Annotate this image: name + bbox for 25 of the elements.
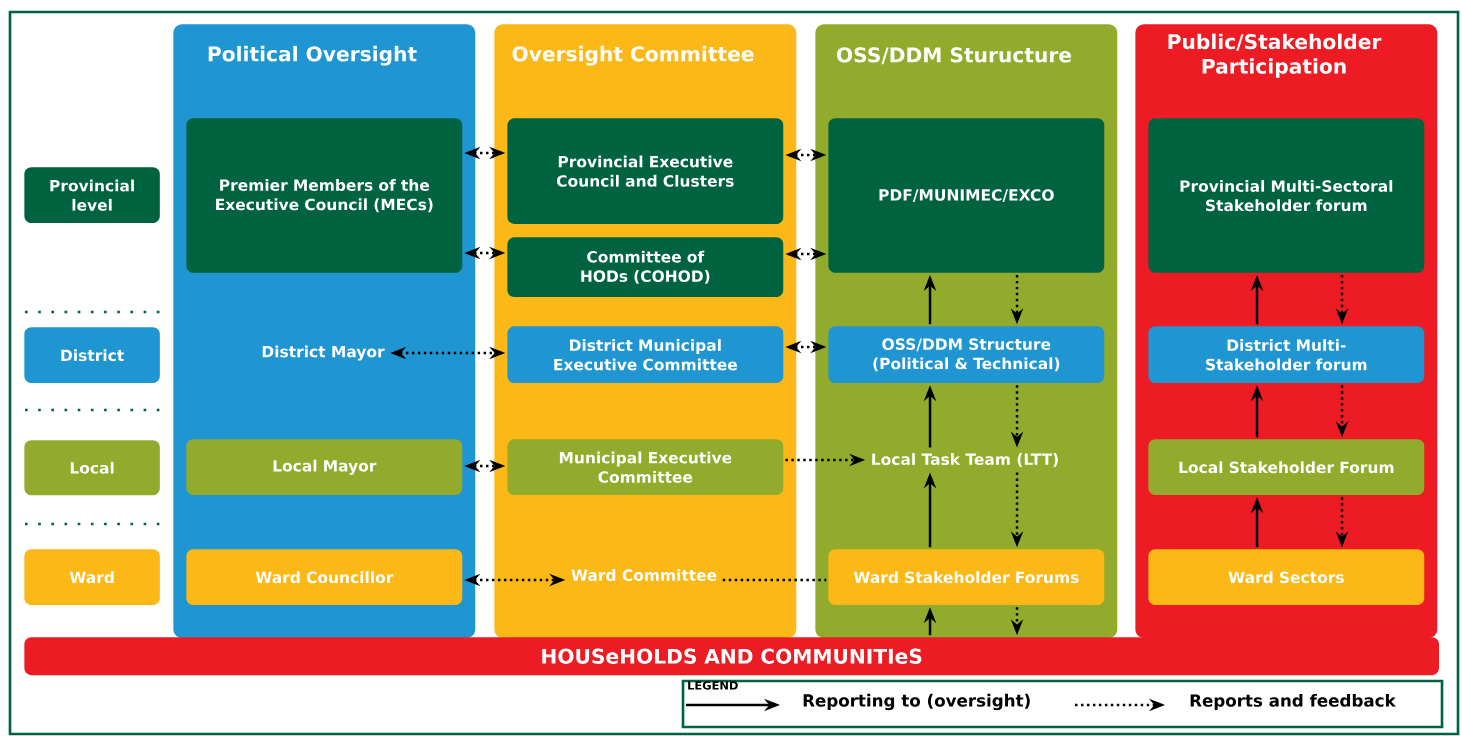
role-label: Ward Committee bbox=[571, 569, 717, 581]
role-box: Provincial Executive Council and Clusters bbox=[507, 118, 784, 224]
role-box: Municipal Executive Committee bbox=[507, 439, 784, 496]
node-label: Public/Stakeholder Participation bbox=[1168, 33, 1382, 78]
level-label: Provincial level bbox=[24, 167, 160, 224]
role-box: District Municipal Executive Committee bbox=[507, 326, 784, 384]
role-box: Local Stakeholder Forum bbox=[1148, 439, 1425, 496]
level-label: District bbox=[24, 327, 160, 384]
role-label: District Mayor bbox=[262, 345, 385, 361]
role-box: OSS/DDM Structure (Political & Technical) bbox=[828, 326, 1105, 384]
role-box: Provincial Multi-Sectoral Stakeholder forum bbox=[1148, 118, 1425, 273]
role-box: Committee of HODs (COHOD) bbox=[507, 237, 784, 298]
level-label: Local bbox=[24, 440, 160, 496]
role-box: Ward Councillor bbox=[186, 549, 463, 606]
role-box: Premier Members of the Executive Council (MECs) bbox=[186, 118, 463, 273]
role-box: District Multi-Stakeholder forum bbox=[1148, 326, 1425, 384]
role-box: Ward Stakeholder Forums bbox=[828, 549, 1105, 606]
level-label: Ward bbox=[24, 549, 160, 606]
role-box: Local Mayor bbox=[186, 439, 463, 496]
role-label: Local Task Team (LTT) bbox=[872, 453, 1058, 467]
role-box: PDF/MUNIMEC/EXCO bbox=[828, 118, 1105, 273]
banner-bar: HOUSeHOLDS AND COMMUNITIeS bbox=[24, 637, 1439, 676]
role-box: Ward Sectors bbox=[1148, 549, 1425, 606]
legend-label: Reports and feedback bbox=[1190, 693, 1396, 711]
legend-label: Reporting to (oversight) bbox=[803, 693, 1030, 711]
